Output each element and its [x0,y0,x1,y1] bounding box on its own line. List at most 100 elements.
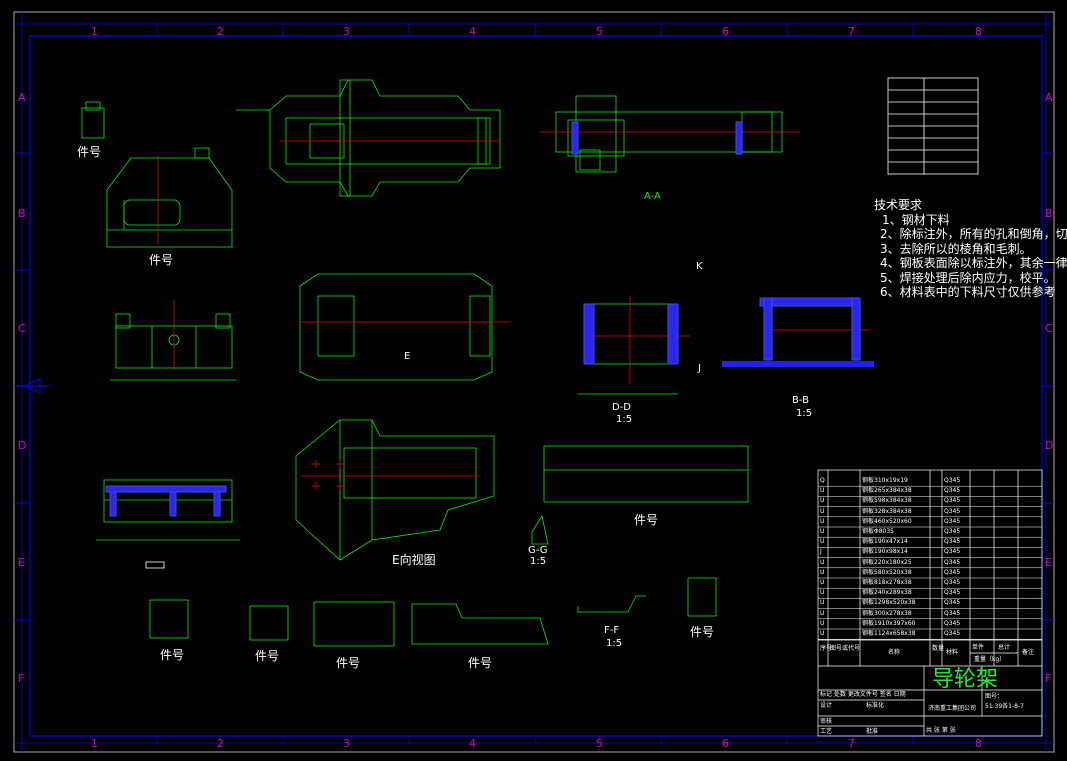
part-tag: 件号 [336,656,361,670]
bom-cell-no: Q [820,477,825,484]
bom-cell-no: U [820,599,825,607]
part-tag: 件号 [634,513,659,527]
part-tag: 件号 [690,625,715,639]
design-label: 设计 [820,702,833,709]
bom-cell-no: U [820,589,825,597]
zone-row-a: A [18,91,26,104]
bom-cell-spec: 钢板300x278x38 [862,609,912,617]
zone-row-b: B [18,207,26,220]
bom-cell-spec: 钢板1910x397x60 [862,619,916,627]
zone-col-3-bottom: 3 [343,737,350,750]
zone-col-2-bottom: 2 [217,737,224,750]
bom-cell-material: Q345 [944,579,961,586]
zone-row-b-right: B [1045,207,1053,220]
part-tag: 件号 [77,145,102,159]
zone-col-8: 8 [975,25,982,38]
bom-cell-spec: 钢板1124x658x38 [862,630,916,637]
center-marks [157,156,344,490]
approve-label: 批准 [866,728,879,735]
bom-cell-material: Q345 [944,487,961,495]
zone-col-7: 7 [848,25,855,38]
bom-cell-material: Q345 [944,528,961,535]
tech-heading: 技术要求 [874,198,923,212]
drawing-title: 导轮架 [932,667,999,692]
bom-cell-material: Q345 [944,507,961,515]
bom-cell-material: Q345 [944,517,961,525]
centering-arrow [14,378,50,394]
welded-plates [105,121,861,517]
bom-cell-no: U [820,528,825,535]
view-label-ff: F-F [604,625,620,636]
bom-header-name: 名称 [888,649,901,656]
bom-cell-no: U [820,538,825,546]
bom-header-unit: 单件 [972,644,985,651]
part-tag: 件号 [160,648,185,662]
bom-cell-material: Q345 [944,497,961,505]
zone-col-5: 5 [596,25,603,38]
bom-header-qty: 数量 [932,645,945,652]
review-label: 审核 [820,718,833,725]
zone-col-2: 2 [217,25,224,38]
bom-cell-spec: 钢板190x98x14 [862,548,908,556]
view-label-e-direction: E向视图 [392,553,436,567]
bom-header-weight: 重量（kg） [974,656,1006,663]
zone-row-d-right: D [1045,439,1054,452]
outer-frame [13,11,1055,753]
part-tag: 件号 [468,656,493,670]
bom-header-note: 备注 [1022,649,1035,656]
mark-k: K [696,261,703,272]
zone-col-7-bottom: 7 [848,737,855,750]
mark-j: J [698,363,701,374]
spec-table [887,77,979,175]
zone-row-a-right: A [1045,91,1053,104]
bom-cell-material: Q345 [944,609,961,617]
zone-col-6: 6 [722,25,729,38]
bom-header-material: 材料 [946,649,959,656]
tech-item: 2、除标注外，所有的孔和倒角，切 [880,227,1067,241]
bom-cell-material: Q345 [944,477,961,484]
bom-cell-spec: 钢板328x384x38 [862,507,912,515]
bom-cell-spec: 钢板265x384x38 [862,487,912,495]
bom-cell-no: U [820,630,825,637]
tech-item: 4、钢板表面除以标注外，其余一律 [880,256,1067,270]
zone-col-4: 4 [469,25,476,38]
zone-col-3: 3 [343,25,350,38]
bom-cell-spec: 钢板580x520x38 [862,568,912,576]
view-label-aa: A-A [644,191,661,202]
zone-row-e-right: E [1045,556,1052,569]
bom-cell-material: Q345 [944,568,961,576]
zone-row-c-right: C [1045,322,1053,335]
bom-cell-material: Q345 [944,599,961,607]
geometry [81,79,874,647]
bom-cell-no: U [820,558,825,566]
view-label-gg: G-G [528,545,548,556]
zone-row-c: C [18,322,26,335]
bom-cell-material: Q345 [944,558,961,566]
bom-cell-no: U [820,497,825,505]
technical-requirements: 技术要求 1、钢材下料 2、除标注外，所有的孔和倒角，切 3、去除所以的棱角和毛… [874,198,1067,300]
standardization-label: 标准化 [866,702,885,709]
scale-gg: 1:5 [530,556,547,567]
bom-cell-spec: 钢板190x47x14 [862,538,908,546]
tech-item: 6、材料表中的下料尺寸仅供参考 [880,285,1056,299]
bom-cell-spec: 钢板310x19x19 [862,477,908,484]
bom-cell-no: J [820,548,822,556]
zone-col-1: 1 [91,25,98,38]
view-label-bb: B-B [792,395,809,406]
zone-col-1-bottom: 1 [91,737,98,750]
drawing-number: 51.39各1-8-7 [985,703,1024,710]
bom-header-total: 总计 [998,644,1011,651]
bom-cell-no: U [820,568,825,576]
zone-col-8-bottom: 8 [975,737,982,750]
zone-col-4-bottom: 4 [469,737,476,750]
bom-header-code: 图号或代号 [830,645,861,652]
bom-cell-material: Q345 [944,619,961,627]
bom-cell-no: U [820,609,825,617]
zone-col-5-bottom: 5 [596,737,603,750]
zone-row-e: E [18,556,25,569]
bom-cell-spec: 钢板220x180x25 [862,558,912,566]
bom-cell-spec: 钢板240x289x38 [862,589,912,597]
zone-row-f-right: F [1045,672,1052,685]
bom-cell-material: Q345 [944,538,961,546]
scale-ff: 1:5 [606,638,623,649]
